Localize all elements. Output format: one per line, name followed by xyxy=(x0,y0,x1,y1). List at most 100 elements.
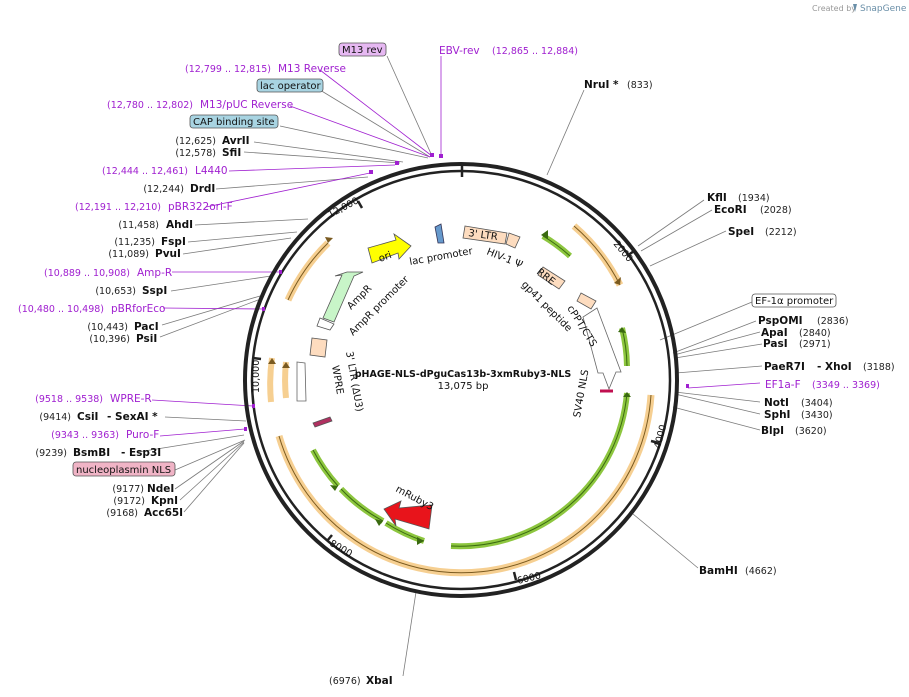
primer-ebv-rev-pos: (12,865 .. 12,884) xyxy=(492,46,578,57)
primer-m13puc-reverse-pos: (12,780 .. 12,802) xyxy=(107,100,193,111)
feature-label-ori: ori xyxy=(377,250,393,265)
site-sspi: SspI xyxy=(142,285,167,297)
orf-arrowheads xyxy=(268,237,621,368)
primer-l4440-pos: (12,444 .. 12,461) xyxy=(102,166,188,177)
site-pspomi-pos: (2836) xyxy=(817,316,849,327)
site-blpi: BlpI xyxy=(761,425,784,437)
wpre-feature xyxy=(296,361,307,402)
ring-tick-marks xyxy=(252,200,660,581)
nucleoplasmin-marker xyxy=(312,416,333,428)
tick-10000: 10,000 xyxy=(251,360,262,393)
site-kpni-pos: (9172) xyxy=(113,496,145,507)
primer-puro-f: Puro-F xyxy=(126,429,159,441)
leader-lines xyxy=(137,55,763,677)
primer-m13-reverse: M13 Reverse xyxy=(278,63,346,75)
site-paci-pos: (10,443) xyxy=(87,322,128,333)
site-fspi-pos: (11,235) xyxy=(114,237,155,248)
site-paer7i: PaeR7I xyxy=(764,361,805,373)
box-m13-rev-text: M13 rev xyxy=(342,45,383,56)
ltr-right xyxy=(462,225,521,249)
site-ecori: EcoRI xyxy=(714,204,747,216)
box-cap-binding-site-text: CAP binding site xyxy=(193,117,275,128)
site-esp3i: - Esp3I xyxy=(121,447,161,459)
site-sexai: - SexAI * xyxy=(107,411,158,423)
feature-label-wpre: WPRE xyxy=(329,365,345,396)
site-ecori-pos: (2028) xyxy=(760,205,792,216)
primer-markers xyxy=(244,153,689,431)
primer-amp-r-pos: (10,889 .. 10,908) xyxy=(44,268,130,279)
box-ef1a-promoter-text: EF-1α promoter xyxy=(755,296,834,307)
plasmid-name: pHAGE-NLS-dPguCas13b-3xmRuby3-NLS xyxy=(355,369,572,380)
tick-8000: 8000 xyxy=(328,538,354,560)
site-ahdi-pos: (11,458) xyxy=(118,220,159,231)
primer-wpre-r: WPRE-R xyxy=(110,393,152,405)
credit-brand: SnapGene xyxy=(860,4,907,14)
site-apai-pos: (2840) xyxy=(799,328,831,339)
site-acc65i: Acc65I xyxy=(144,507,183,519)
box-nucleoplasmin-nls: nucleoplasmin NLS xyxy=(72,461,176,477)
primer-puro-f-pos: (9343 .. 9363) xyxy=(51,430,119,441)
primer-ef1a-f: EF1a-F xyxy=(765,379,801,391)
primer-m13puc-reverse: M13/pUC Reverse xyxy=(200,99,293,111)
primer-amp-r: Amp-R xyxy=(137,267,172,279)
feature-label-gp41: gp41 peptide xyxy=(519,279,574,334)
backbone-ring xyxy=(243,162,679,598)
primer-m13-reverse-pos: (12,799 .. 12,815) xyxy=(185,64,271,75)
site-xhoi-pos: (3188) xyxy=(863,362,895,373)
ltr-left xyxy=(309,337,328,358)
box-cap-binding-site: CAP binding site xyxy=(189,114,279,129)
site-xbai: XbaI xyxy=(366,675,393,687)
site-xbai-pos: (6976) xyxy=(329,676,361,687)
box-nucleoplasmin-nls-text: nucleoplasmin NLS xyxy=(76,465,171,476)
feature-label-sv40nls: SV40 NLS xyxy=(572,369,591,419)
site-ndei-pos: (9177) xyxy=(112,484,144,495)
box-lac-operator: lac operator xyxy=(256,78,324,93)
site-paci: PacI xyxy=(134,321,159,333)
box-lac-operator-text: lac operator xyxy=(260,81,321,92)
site-pasi: PasI xyxy=(763,338,788,350)
site-avrii: AvrII xyxy=(222,135,250,147)
primer-leader-lines xyxy=(151,56,761,437)
site-psii: PsiI xyxy=(136,333,157,345)
primer-l4440: L4440 xyxy=(195,165,228,177)
site-sphi-pos: (3430) xyxy=(801,410,833,421)
site-bsmbi: BsmBI xyxy=(73,447,110,459)
primer-pbr322ori-f: pBR322ori-F xyxy=(168,201,233,213)
credit-prefix: Created by xyxy=(812,4,856,13)
site-sphi: SphI xyxy=(764,409,790,421)
rre-feature xyxy=(537,266,566,290)
site-psii-pos: (10,396) xyxy=(89,334,130,345)
site-pspomi: PspOMI xyxy=(758,315,803,327)
site-kpni: KpnI xyxy=(151,495,178,507)
cppt-feature xyxy=(576,292,597,310)
primer-pbrforeco-pos: (10,480 .. 10,498) xyxy=(18,304,104,315)
ampr-arrow xyxy=(322,271,364,323)
site-bamhi-pos: (4662) xyxy=(745,566,777,577)
site-pvui-pos: (11,089) xyxy=(108,249,149,260)
site-csii: CsiI xyxy=(77,411,98,423)
feature-label-3ltr: 3' LTR xyxy=(468,228,499,243)
site-ndei: NdeI xyxy=(147,483,174,495)
site-nrui-pos: (833) xyxy=(627,80,653,91)
site-bamhi: BamHI xyxy=(699,565,738,577)
site-noti: NotI xyxy=(764,397,789,409)
site-kfli-pos: (1934) xyxy=(738,193,770,204)
green-arrowheads xyxy=(330,230,631,545)
box-ef1a-promoter: EF-1α promoter xyxy=(751,293,837,308)
site-pvui: PvuI xyxy=(155,248,181,260)
site-csii-pos: (9414) xyxy=(39,412,71,423)
lac-promoter-marker xyxy=(434,223,445,244)
site-fspi: FspI xyxy=(161,236,186,248)
plasmid-length: 13,075 bp xyxy=(438,381,489,392)
site-bsmbi-pos: (9239) xyxy=(35,448,67,459)
site-sspi-pos: (10,653) xyxy=(95,286,136,297)
site-apai: ApaI xyxy=(761,327,788,339)
site-drdi-pos: (12,244) xyxy=(143,184,184,195)
site-kfli: KflI xyxy=(707,192,727,204)
site-spei: SpeI xyxy=(728,226,754,238)
site-avrii-pos: (12,625) xyxy=(175,136,216,147)
box-m13-rev: M13 rev xyxy=(338,42,387,57)
ampr-promoter-marker xyxy=(316,317,335,331)
site-sfii-pos: (12,578) xyxy=(175,148,216,159)
feature-label-3ltr-du3: 3' LTR (ΔU3) xyxy=(343,351,364,413)
